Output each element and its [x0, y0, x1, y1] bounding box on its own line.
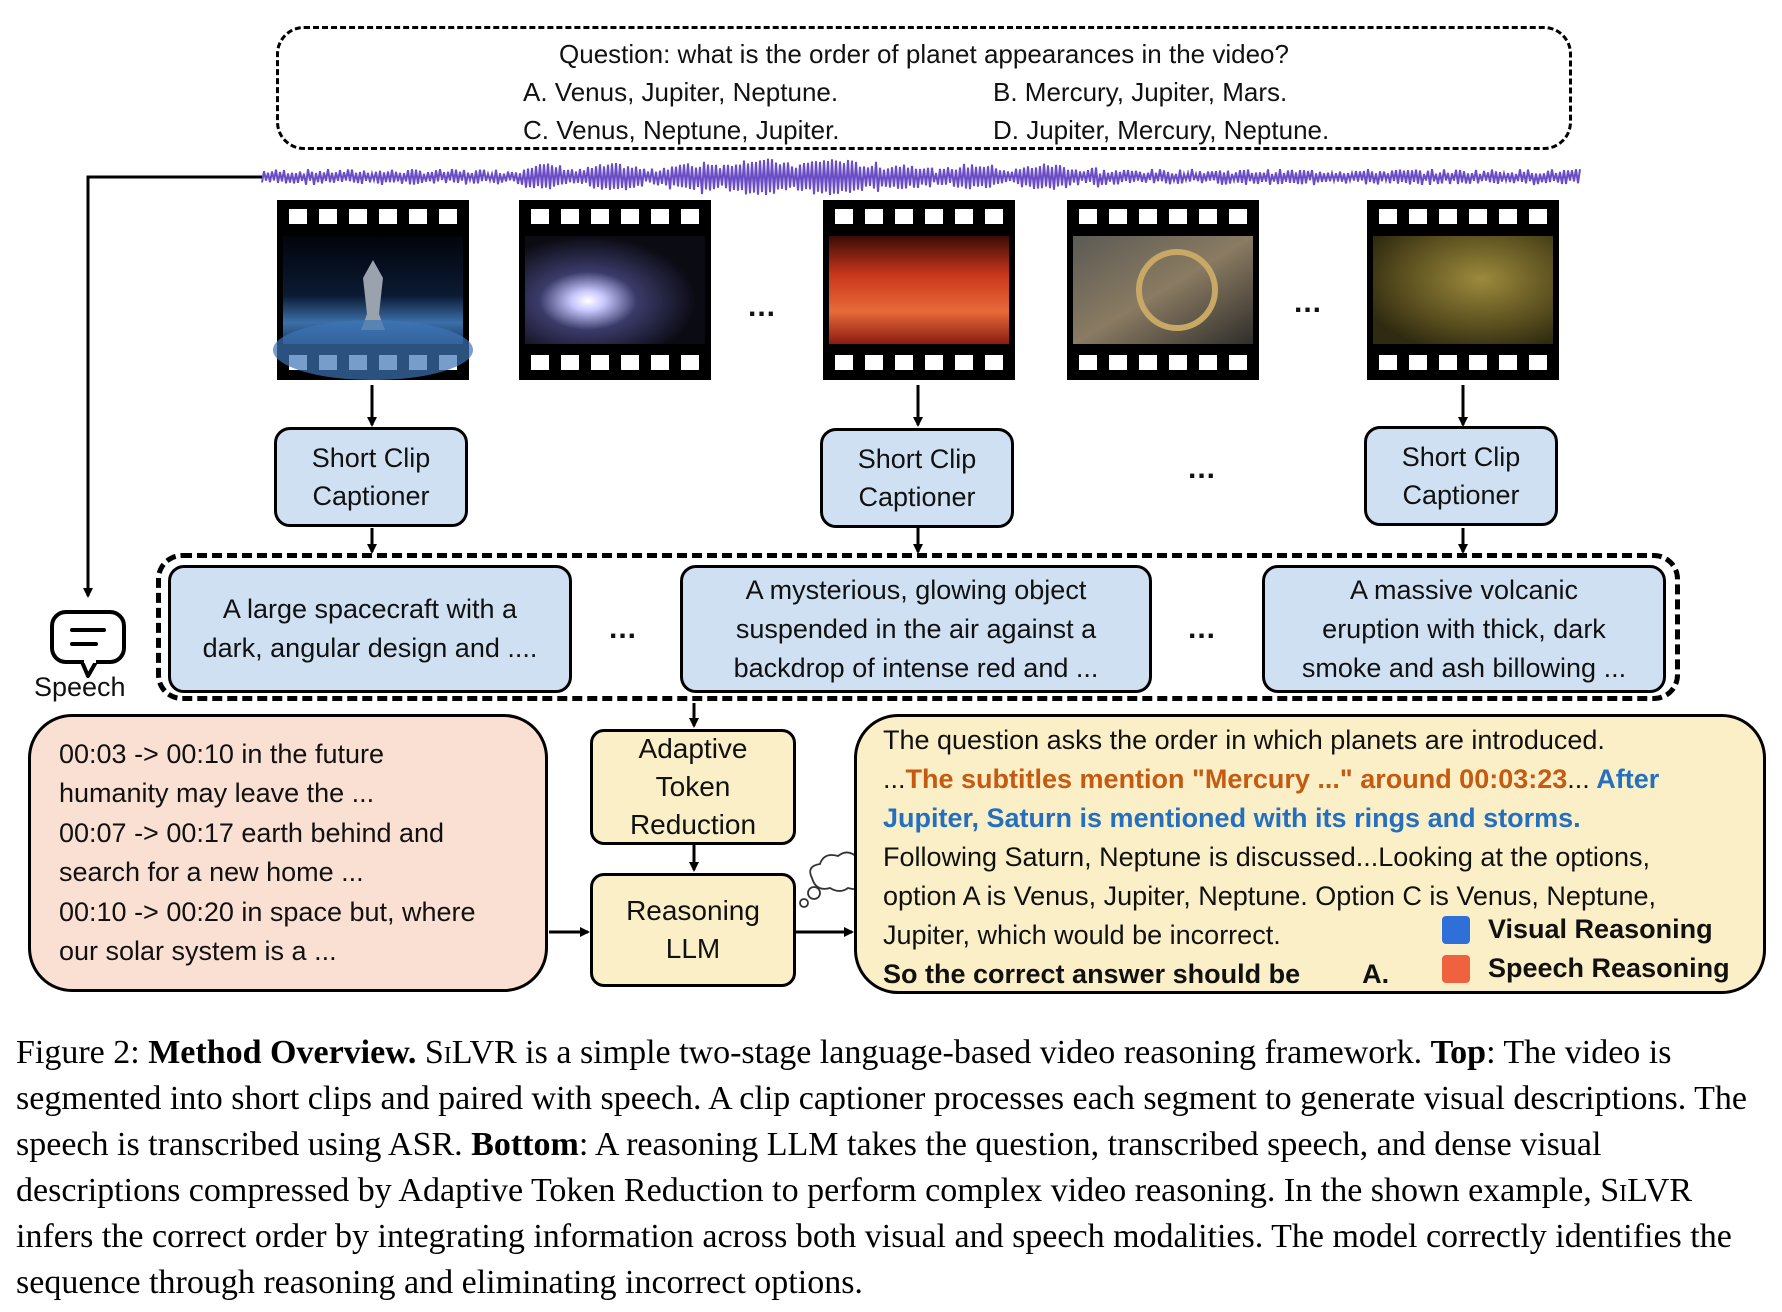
- answer-line-5: option A is Venus, Jupiter, Neptune. Opt…: [883, 881, 1657, 911]
- figure-label: Figure 2:: [16, 1034, 149, 1071]
- visual-description-3: A massive volcanic eruption with thick, …: [1262, 565, 1666, 693]
- caption-text: : The video is segmented into short clip…: [16, 1034, 1747, 1163]
- visual-description-1: A large spacecraft with a dark, angular …: [168, 565, 572, 693]
- conclusion-text: So the correct answer should be: [883, 959, 1301, 989]
- short-clip-captioner-1: Short Clip Captioner: [274, 427, 468, 527]
- desc-line: backdrop of intense red and ...: [733, 652, 1099, 683]
- desc-line: smoke and ash billowing ...: [1301, 652, 1627, 683]
- caption-text: is a simple two-stage language-based vid…: [516, 1034, 1431, 1071]
- method-name: SiLVR: [424, 1034, 517, 1071]
- speech-chat-icon: [50, 610, 126, 678]
- captioner-line1: Short Clip: [1401, 442, 1521, 472]
- speech-transcript-box: 00:03 -> 00:10 in the future humanity ma…: [28, 714, 548, 992]
- proc-line: LLM: [665, 933, 721, 964]
- short-clip-captioner-3: Short Clip Captioner: [1364, 426, 1558, 526]
- options-row-1: A. Venus, Jupiter, Neptune. B. Mercury, …: [279, 73, 1569, 111]
- answer-line-6: Jupiter, which would be incorrect.: [883, 920, 1281, 950]
- adaptive-token-reduction: Adaptive Token Reduction: [590, 729, 796, 845]
- option-c: C. Venus, Neptune, Jupiter.: [523, 115, 840, 145]
- speech-waveform: [261, 158, 1581, 196]
- option-b: B. Mercury, Jupiter, Mars.: [993, 77, 1288, 107]
- desc-line: A mysterious, glowing object: [745, 574, 1087, 605]
- legend-label-visual: Visual Reasoning: [1488, 914, 1713, 944]
- reasoning-llm: Reasoning LLM: [590, 873, 796, 987]
- transcript-line: humanity may leave the ...: [59, 778, 375, 808]
- visual-description-2: A mysterious, glowing object suspended i…: [680, 565, 1152, 693]
- legend-visual-reasoning: Visual Reasoning: [1442, 914, 1713, 945]
- film-frame-5: [1367, 200, 1559, 380]
- ellipsis-frames-2: ...: [1294, 286, 1323, 319]
- desc-line: dark, angular design and ....: [202, 633, 538, 663]
- answer-mid: ...: [1567, 764, 1590, 794]
- option-d: D. Jupiter, Mercury, Neptune.: [993, 115, 1330, 145]
- speech-connector-line: [83, 175, 262, 598]
- transcript-line: 00:07 -> 00:17 earth behind and: [59, 817, 445, 848]
- answer-line-2: ...The subtitles mention "Mercury ..." a…: [883, 760, 1659, 799]
- speech-label: Speech: [34, 672, 126, 702]
- film-frame-3: [823, 200, 1015, 380]
- video-frames: [273, 200, 1559, 380]
- speech-evidence: The subtitles mention "Mercury ..." arou…: [905, 764, 1568, 794]
- question-text: Question: what is the order of planet ap…: [559, 39, 1289, 69]
- question-box: Question: what is the order of planet ap…: [276, 26, 1572, 150]
- ellipsis-desc-1: ...: [609, 612, 638, 645]
- film-frame-2: [519, 200, 711, 380]
- ellipsis-captioners: ...: [1188, 452, 1217, 485]
- legend-swatch-speech: [1442, 954, 1470, 983]
- answer-prefix: ...: [883, 764, 906, 794]
- answer-conclusion: So the correct answer should be A.: [883, 955, 1389, 994]
- caption-bottom-label: Bottom: [471, 1126, 579, 1163]
- proc-line: Token: [655, 771, 731, 802]
- visual-evidence: Jupiter, Saturn is mentioned with its ri…: [883, 803, 1581, 833]
- legend-label-speech: Speech Reasoning: [1488, 953, 1730, 983]
- ellipsis-frames-1: ...: [748, 290, 777, 323]
- short-clip-captioner-2: Short Clip Captioner: [820, 428, 1014, 528]
- captioner-line1: Short Clip: [857, 444, 977, 474]
- film-frame-1: [273, 200, 473, 380]
- reasoning-output-box: The question asks the order in which pla…: [854, 714, 1766, 994]
- caption-top-label: Top: [1430, 1034, 1487, 1071]
- legend-swatch-visual: [1442, 915, 1470, 944]
- transcript-line: our solar system is a ...: [59, 936, 337, 966]
- captioner-line2: Captioner: [858, 482, 976, 512]
- figure-caption: Figure 2: Method Overview. SiLVR is a si…: [16, 1030, 1772, 1306]
- proc-line: Reasoning: [626, 895, 760, 926]
- proc-line: Adaptive: [638, 733, 748, 764]
- captioner-line2: Captioner: [1402, 480, 1520, 510]
- caption-title: Method Overview.: [148, 1034, 417, 1071]
- transcript-line: search for a new home ...: [59, 857, 364, 887]
- desc-line: suspended in the air against a: [735, 613, 1097, 644]
- proc-line: Reduction: [629, 809, 757, 840]
- film-frame-4: [1067, 200, 1259, 380]
- captioner-line1: Short Clip: [311, 443, 431, 473]
- transcript-line: 00:03 -> 00:10 in the future: [59, 738, 384, 769]
- answer-line-1: The question asks the order in which pla…: [883, 725, 1605, 755]
- desc-line: eruption with thick, dark: [1322, 613, 1606, 644]
- ellipsis-desc-2: ...: [1188, 612, 1217, 645]
- transcript-line: 00:10 -> 00:20 in space but, where: [59, 896, 476, 927]
- desc-line: A massive volcanic: [1349, 574, 1579, 605]
- desc-line: A large spacecraft with a: [222, 594, 518, 624]
- method-name: SiLVR: [1600, 1172, 1693, 1209]
- visual-descriptions-group: [156, 553, 1680, 701]
- option-a: A. Venus, Jupiter, Neptune.: [523, 77, 839, 107]
- visual-evidence-start: After: [1589, 764, 1660, 794]
- captioner-line2: Captioner: [312, 481, 430, 511]
- caption-text: infers the correct order by integrating …: [16, 1218, 1732, 1301]
- conclusion-answer: A.: [1362, 959, 1390, 989]
- legend-speech-reasoning: Speech Reasoning: [1442, 953, 1730, 984]
- method-overview-diagram: [50, 158, 1581, 987]
- options-row-2: C. Venus, Neptune, Jupiter. D. Jupiter, …: [279, 111, 1569, 149]
- answer-line-4: Following Saturn, Neptune is discussed..…: [883, 842, 1650, 872]
- caption-text: : A reasoning LLM takes the question, tr…: [16, 1126, 1602, 1209]
